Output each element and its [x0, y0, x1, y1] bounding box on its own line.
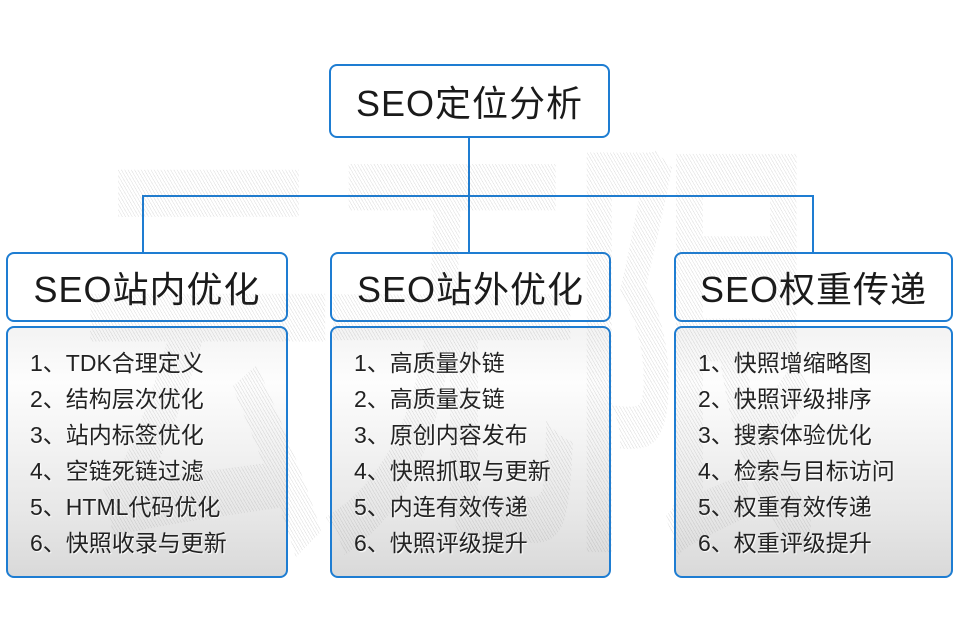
list-item: 3、原创内容发布	[354, 422, 528, 448]
branch-header-onsite: SEO站内优化	[6, 252, 288, 322]
branch-list-offsite: 1、高质量外链 2、高质量友链 3、原创内容发布 4、快照抓取与更新 5、内连有…	[330, 326, 611, 578]
list-item: 5、HTML代码优化	[30, 494, 221, 520]
connector-drop-middle	[468, 195, 470, 253]
branch-header-weight: SEO权重传递	[674, 252, 953, 322]
list-item: 1、快照增缩略图	[698, 350, 872, 376]
list-item: 5、内连有效传递	[354, 494, 528, 520]
root-node-label: SEO定位分析	[355, 83, 584, 124]
branch-header-offsite: SEO站外优化	[330, 252, 611, 322]
root-node: SEO定位分析	[329, 64, 610, 138]
list-item: 4、检索与目标访问	[698, 458, 895, 484]
list-item: 1、TDK合理定义	[30, 350, 204, 376]
connector-horizontal	[142, 195, 814, 197]
list-item: 4、空链死链过滤	[30, 458, 204, 484]
list-item: 1、高质量外链	[354, 350, 505, 376]
branch-header-label: SEO站外优化	[356, 269, 585, 310]
list-item: 5、权重有效传递	[698, 494, 872, 520]
list-item: 2、快照评级排序	[698, 386, 872, 412]
connector-drop-left	[142, 195, 144, 253]
list-item: 6、快照收录与更新	[30, 530, 227, 556]
branch-list-onsite: 1、TDK合理定义 2、结构层次优化 3、站内标签优化 4、空链死链过滤 5、H…	[6, 326, 288, 578]
list-item: 2、结构层次优化	[30, 386, 204, 412]
list-item: 4、快照抓取与更新	[354, 458, 551, 484]
connector-root-stem	[468, 138, 470, 196]
branch-header-label: SEO权重传递	[699, 269, 928, 310]
branch-list-weight: 1、快照增缩略图 2、快照评级排序 3、搜索体验优化 4、检索与目标访问 5、权…	[674, 326, 953, 578]
list-item: 3、站内标签优化	[30, 422, 204, 448]
list-item: 3、搜索体验优化	[698, 422, 872, 448]
branch-header-label: SEO站内优化	[33, 269, 261, 310]
list-item: 6、快照评级提升	[354, 530, 528, 556]
list-item: 2、高质量友链	[354, 386, 505, 412]
connector-drop-right	[812, 195, 814, 253]
list-item: 6、权重评级提升	[698, 530, 872, 556]
